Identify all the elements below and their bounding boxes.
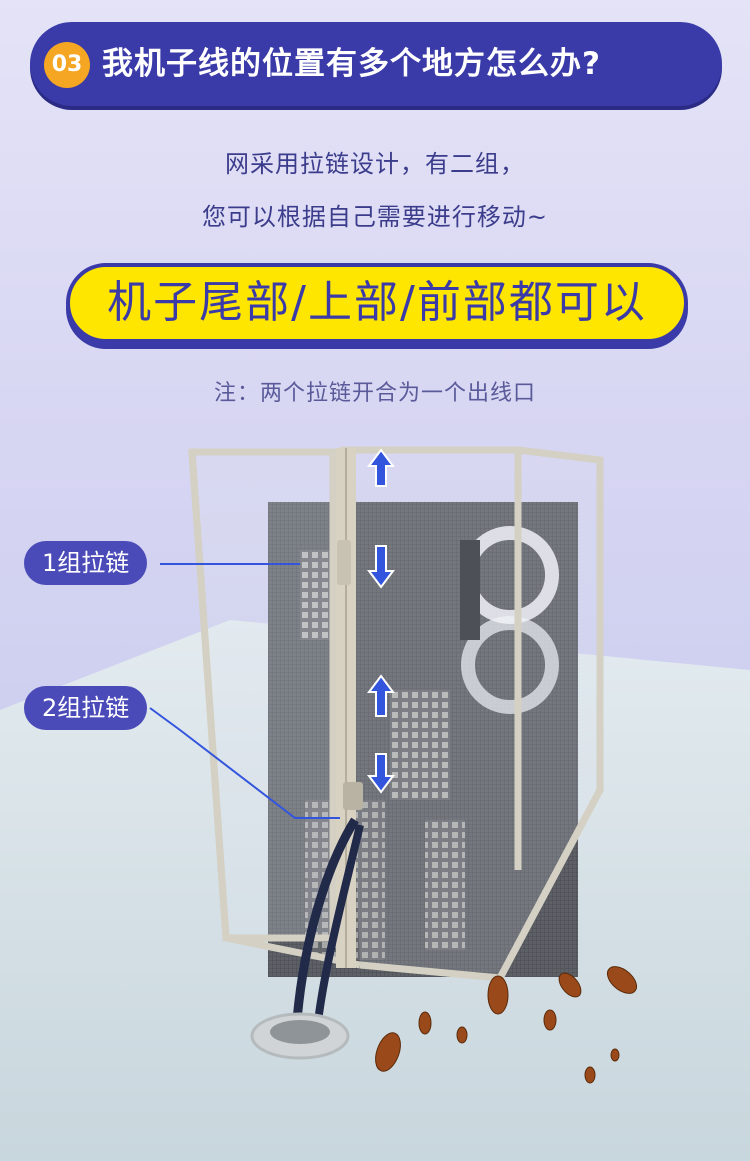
arrow-down-1: [367, 545, 395, 589]
step-badge: 03: [44, 42, 90, 88]
label-leaders: [149, 563, 340, 819]
dust-cover-frame: [188, 446, 604, 982]
highlight-banner: 机子尾部/上部/前部都可以: [66, 263, 688, 343]
move-arrows: [367, 448, 395, 794]
product-illustration: [0, 446, 750, 1161]
arrow-down-2: [367, 753, 395, 794]
cockroaches: [375, 966, 638, 1084]
fan-ring-bottom: [461, 616, 559, 714]
zipper-pull-2: [343, 782, 363, 810]
zipper-group-1-label: 1组拉链: [24, 541, 148, 585]
description-line-1: 网采用拉链设计，有二组，: [225, 150, 525, 178]
note-text: 注：两个拉链开合为一个出线口: [213, 381, 536, 406]
zipper-group-2-label: 2组拉链: [24, 686, 148, 730]
description-line-2: 您可以根据自己需要进行移动~: [201, 203, 549, 231]
arrow-up-2: [367, 674, 395, 717]
cable-grommet: [250, 1012, 350, 1060]
zipper-pull-1: [337, 540, 351, 585]
header-title: 我机子线的位置有多个地方怎么办?: [102, 46, 601, 82]
arrow-up-1: [367, 448, 395, 487]
header-banner: 03 我机子线的位置有多个地方怎么办?: [30, 22, 722, 106]
highlight-text: 机子尾部/上部/前部都可以: [107, 277, 647, 328]
